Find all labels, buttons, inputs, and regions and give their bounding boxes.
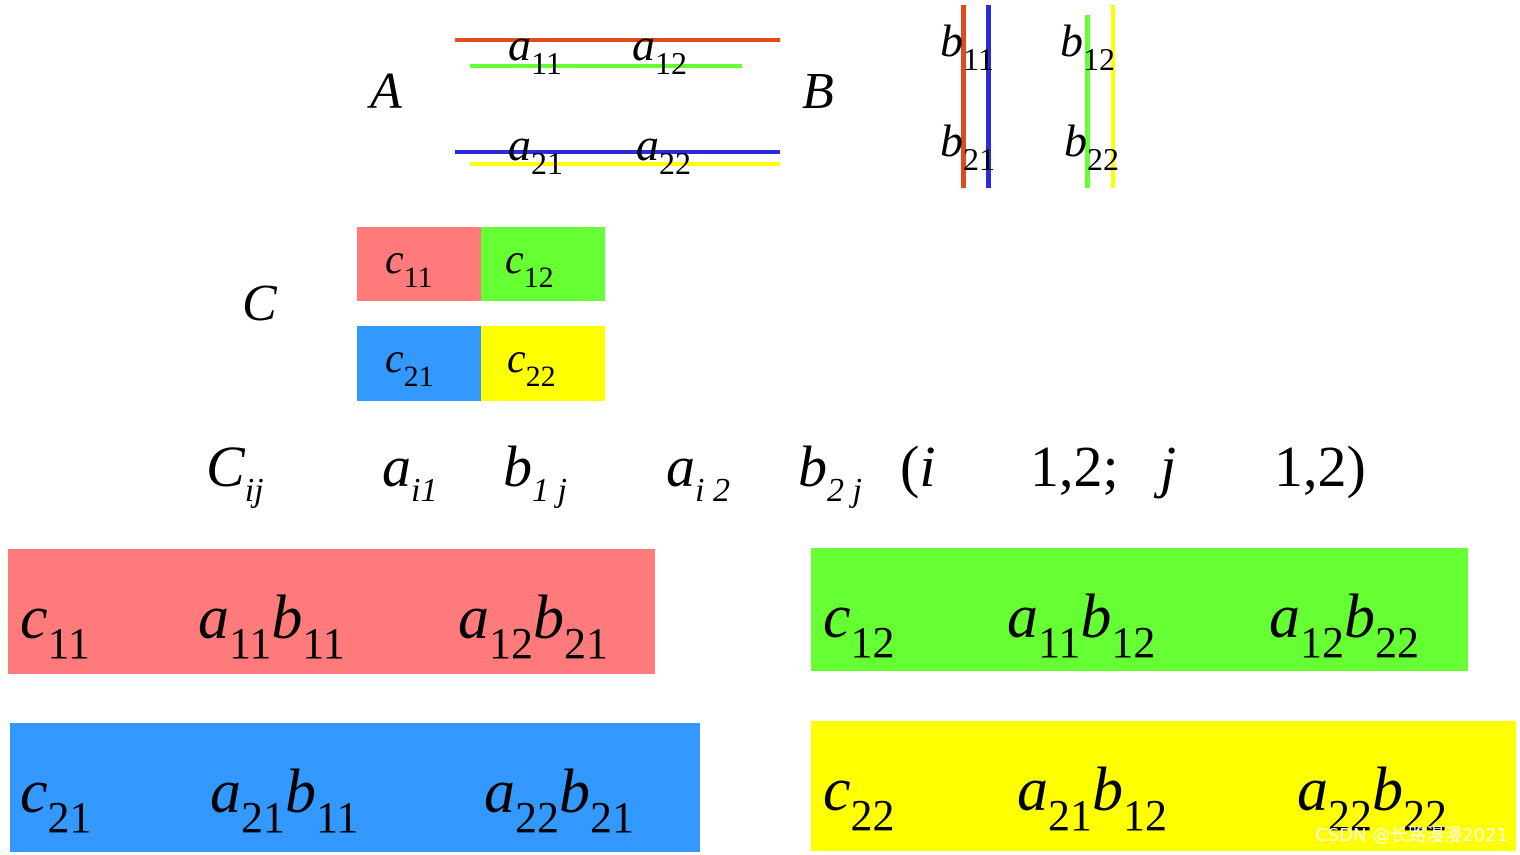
expansion-c11-panel: c11 a11b11 a12b21 [8,549,655,674]
c12-cell: c12 [481,227,605,301]
formula-term-a-i1: ai1 [382,434,438,510]
matrix-a-label: A [370,63,402,120]
expansion-c22-term2: a22b22 [1297,756,1447,840]
expansion-c12-lhs: c12 [823,583,895,667]
expansion-c22-term1: a21b12 [1017,756,1167,840]
expansion-c12-term1: a11b12 [1007,583,1156,667]
col1-blue-line [986,5,991,188]
expansion-c11-term1: a11b11 [198,584,345,668]
formula-term-a-i2: ai 2 [666,434,730,510]
b22-entry: b22 [1064,115,1119,178]
expansion-c21-term2: a22b21 [484,758,634,842]
matrix-b-label: B [802,63,834,120]
c21-cell: c21 [357,326,481,401]
expansion-c22-lhs: c22 [823,756,895,840]
expansion-c21-lhs: c21 [20,758,92,842]
c11-entry: c11 [385,237,433,294]
matrix-c-label: C [242,275,277,332]
formula-condition-j: j [1160,434,1177,499]
expansion-c12-panel: c12 a11b12 a12b22 [811,548,1468,671]
row2-yellow-line [470,162,780,166]
b21-entry: b21 [940,115,995,178]
expansion-c11-lhs: c11 [20,584,90,668]
formula-lhs: Cij [206,434,264,510]
col1-red-line [961,5,966,188]
watermark-text: CSDN @长路漫漫2021 [1315,825,1508,846]
c21-entry: c21 [385,336,434,393]
expansion-c22-panel: c22 a21b12 a22b22 [811,721,1516,851]
a12-entry: a12 [632,19,687,82]
row1-green-line [470,64,742,68]
expansion-c21-panel: c21 a21b11 a22b21 [10,723,700,852]
b12-entry: b12 [1060,15,1115,78]
c12-entry: c12 [505,237,554,294]
expansion-c12-term2: a12b22 [1269,583,1419,667]
formula-condition-open: (i [900,434,936,499]
a22-entry: a22 [636,119,691,182]
a21-entry: a21 [508,119,563,182]
formula-term-b-1j: b1 j [503,434,567,510]
row2-blue-line [455,150,780,154]
expansion-c21-term1: a21b11 [210,758,359,842]
formula-condition-j-values: 1,2) [1274,434,1366,499]
c22-cell: c22 [481,326,605,401]
b11-entry: b11 [940,15,994,78]
row1-red-line [455,38,780,42]
c11-cell: c11 [357,227,481,301]
a11-entry: a11 [508,19,562,82]
col2-green-line [1085,15,1090,188]
col2-yellow-line [1111,5,1115,188]
c22-entry: c22 [507,336,556,393]
expansion-c11-term2: a12b21 [458,584,608,668]
formula-term-b-2j: b2 j [798,434,862,510]
formula-condition-i-values: 1,2; [1030,434,1119,499]
